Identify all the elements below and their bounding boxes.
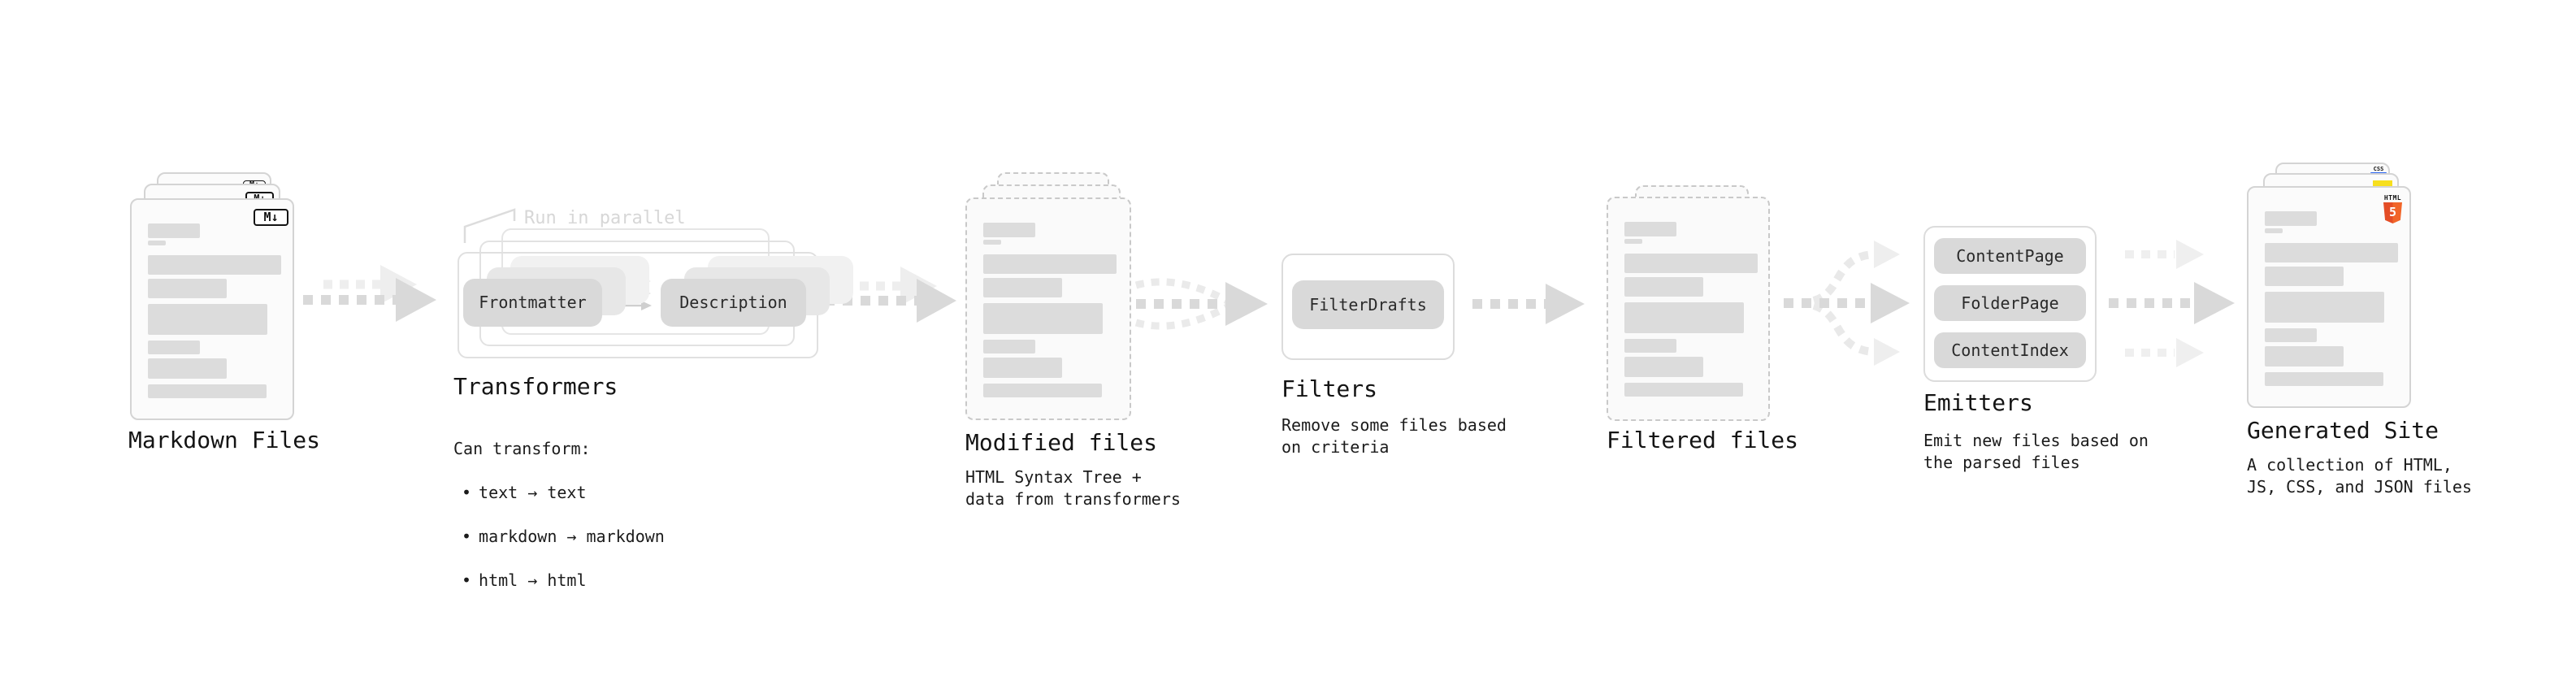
arrow-modified-to-filters (1134, 278, 1268, 330)
parallel-run-arrows (608, 276, 652, 310)
arrow-markdown-to-transformers (303, 265, 436, 322)
arrow-transformers-to-modified (825, 267, 956, 323)
arrow-filtered-to-emitters (1784, 241, 1910, 366)
note-leader-line (463, 208, 516, 243)
arrow-filters-to-filtered (1472, 284, 1585, 324)
arrow-emitters-to-site (2109, 240, 2235, 367)
